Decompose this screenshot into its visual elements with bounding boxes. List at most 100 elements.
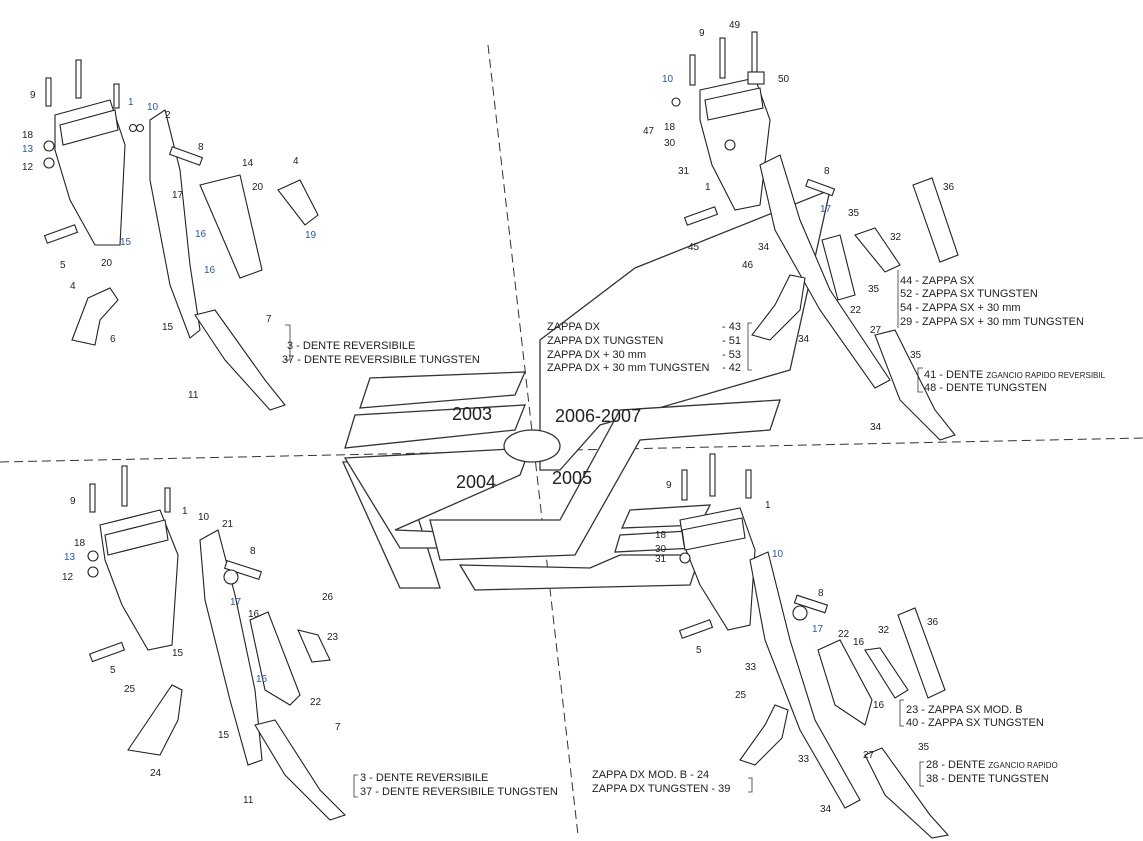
legend-br-sx-row-1: 23 - ZAPPA SX MOD. B [906,704,1023,716]
svg-text:18: 18 [22,130,34,141]
svg-text:18: 18 [74,538,86,549]
svg-text:16: 16 [195,229,207,240]
legend-bottom-right-dente: 28 - DENTE ZGANCIO RAPIDO 38 - DENTE TUN… [926,759,1058,785]
svg-text:14: 14 [242,158,254,169]
svg-text:25: 25 [124,684,136,695]
svg-text:1: 1 [182,506,188,517]
svg-text:36: 36 [943,182,955,193]
callouts-top-right: 9 49 10 50 47 18 30 31 1 8 17 45 35 32 3… [643,20,955,433]
svg-text:26: 26 [322,592,334,603]
svg-text:8: 8 [198,142,204,153]
svg-text:15: 15 [120,237,132,248]
legend-tr-dente-row-2: 48 - DENTE TUNGSTEN [924,382,1047,394]
legend-bottom-left: 3 - DENTE REVERSIBILE 37 - DENTE REVERSI… [360,772,558,798]
svg-text:22: 22 [850,305,862,316]
svg-text:- 51: - 51 [722,335,741,347]
assembly-bottom-left [87,465,358,821]
svg-text:34: 34 [820,804,832,815]
svg-text:11: 11 [188,390,199,401]
legend-tr-sx-row-3: 54 - ZAPPA SX + 30 mm [900,302,1021,314]
year-2003: 2003 [452,404,492,424]
callouts-bottom-right: 9 1 18 30 31 10 8 17 5 16 32 36 22 33 25… [655,480,939,815]
svg-text:10: 10 [772,549,784,560]
svg-text:50: 50 [778,74,790,85]
callouts-top-left: 9 1 10 2 18 13 12 8 17 14 4 20 19 15 16 … [22,90,317,401]
legend-tr-dente-row-1: 41 - DENTE ZGANCIO RAPIDO REVERSIBIL [924,369,1106,381]
svg-text:13: 13 [64,552,76,563]
svg-text:16: 16 [873,700,885,711]
svg-text:8: 8 [818,588,824,599]
legend-mid-dx-row-3: ZAPPA DX + 30 mm [547,349,646,361]
svg-text:- 42: - 42 [722,362,741,374]
svg-text:18: 18 [664,122,676,133]
svg-text:33: 33 [798,754,810,765]
svg-text:17: 17 [812,624,824,635]
assembly-bottom-right [678,453,950,839]
svg-text:17: 17 [820,204,832,215]
svg-text:47: 47 [643,126,655,137]
svg-text:32: 32 [878,625,890,636]
svg-text:35: 35 [868,284,880,295]
legend-br-sx-row-2: 40 - ZAPPA SX TUNGSTEN [906,717,1044,729]
svg-text:1: 1 [705,182,711,193]
svg-text:2: 2 [165,110,171,121]
svg-text:20: 20 [101,258,113,269]
central-logo [342,188,831,591]
legend-bottom-right-sx: 23 - ZAPPA SX MOD. B 40 - ZAPPA SX TUNGS… [906,704,1044,729]
svg-text:13: 13 [22,144,34,155]
legend-br-dx-row-2: ZAPPA DX TUNGSTEN - 39 [592,783,730,795]
year-2006-2007: 2006-2007 [555,406,641,426]
svg-text:22: 22 [310,697,322,708]
svg-text:32: 32 [890,232,902,243]
svg-text:17: 17 [230,597,242,608]
svg-text:34: 34 [870,422,882,433]
legend-mid-dx-row-2: ZAPPA DX TUNGSTEN [547,335,663,347]
legend-bottom-right-dx: ZAPPA DX MOD. B - 24 ZAPPA DX TUNGSTEN -… [592,769,730,795]
svg-text:35: 35 [910,350,922,361]
legend-top-right-sx: 44 - ZAPPA SX 52 - ZAPPA SX TUNGSTEN 54 … [900,275,1084,328]
svg-text:20: 20 [252,182,264,193]
svg-text:31: 31 [655,554,667,565]
svg-text:21: 21 [222,519,234,530]
svg-text:10: 10 [198,512,210,523]
svg-text:9: 9 [699,28,705,39]
assembly-top-right [671,31,959,441]
svg-text:7: 7 [266,314,272,325]
svg-text:27: 27 [870,325,882,336]
svg-text:18: 18 [655,530,667,541]
svg-text:5: 5 [696,645,702,656]
legend-tr-sx-row-1: 44 - ZAPPA SX [900,275,975,287]
svg-text:5: 5 [110,665,116,676]
svg-text:10: 10 [147,102,159,113]
svg-text:27: 27 [863,750,875,761]
legend-top-right-dente: 41 - DENTE ZGANCIO RAPIDO REVERSIBIL 48 … [924,369,1106,394]
svg-text:34: 34 [758,242,770,253]
legend-tr-sx-row-2: 52 - ZAPPA SX TUNGSTEN [900,288,1038,300]
svg-text:19: 19 [305,230,317,241]
legend-mid-dx-row-1: ZAPPA DX [547,321,601,333]
svg-text:5: 5 [60,260,66,271]
svg-text:1: 1 [128,97,134,108]
svg-text:12: 12 [22,162,34,173]
legend-br-dente-row-1: 28 - DENTE ZGANCIO RAPIDO [926,759,1058,771]
svg-text:15: 15 [162,322,174,333]
legend-tl-row-2: 37 - DENTE REVERSIBILE TUNGSTEN [282,354,480,366]
svg-text:30: 30 [664,138,676,149]
svg-text:10: 10 [662,74,674,85]
svg-text:8: 8 [824,166,830,177]
legend-bl-row-1: 3 - DENTE REVERSIBILE [360,772,488,784]
svg-text:15: 15 [172,648,184,659]
legend-mid-dx-row-4: ZAPPA DX + 30 mm TUNGSTEN [547,362,710,374]
logo-center-oval [503,429,561,463]
svg-text:- 53: - 53 [722,349,741,361]
callouts-bottom-left: 9 1 10 21 18 13 12 8 17 16 26 23 15 16 2… [62,496,341,806]
svg-text:7: 7 [335,722,341,733]
svg-text:9: 9 [30,90,36,101]
legend-top-left: 3 - DENTE REVERSIBILE 37 - DENTE REVERSI… [282,340,480,366]
svg-text:1: 1 [765,500,771,511]
legend-middle-dx: ZAPPA DX - 43 ZAPPA DX TUNGSTEN - 51 ZAP… [547,321,741,374]
svg-text:4: 4 [70,281,76,292]
svg-text:25: 25 [735,690,747,701]
svg-text:9: 9 [70,496,76,507]
